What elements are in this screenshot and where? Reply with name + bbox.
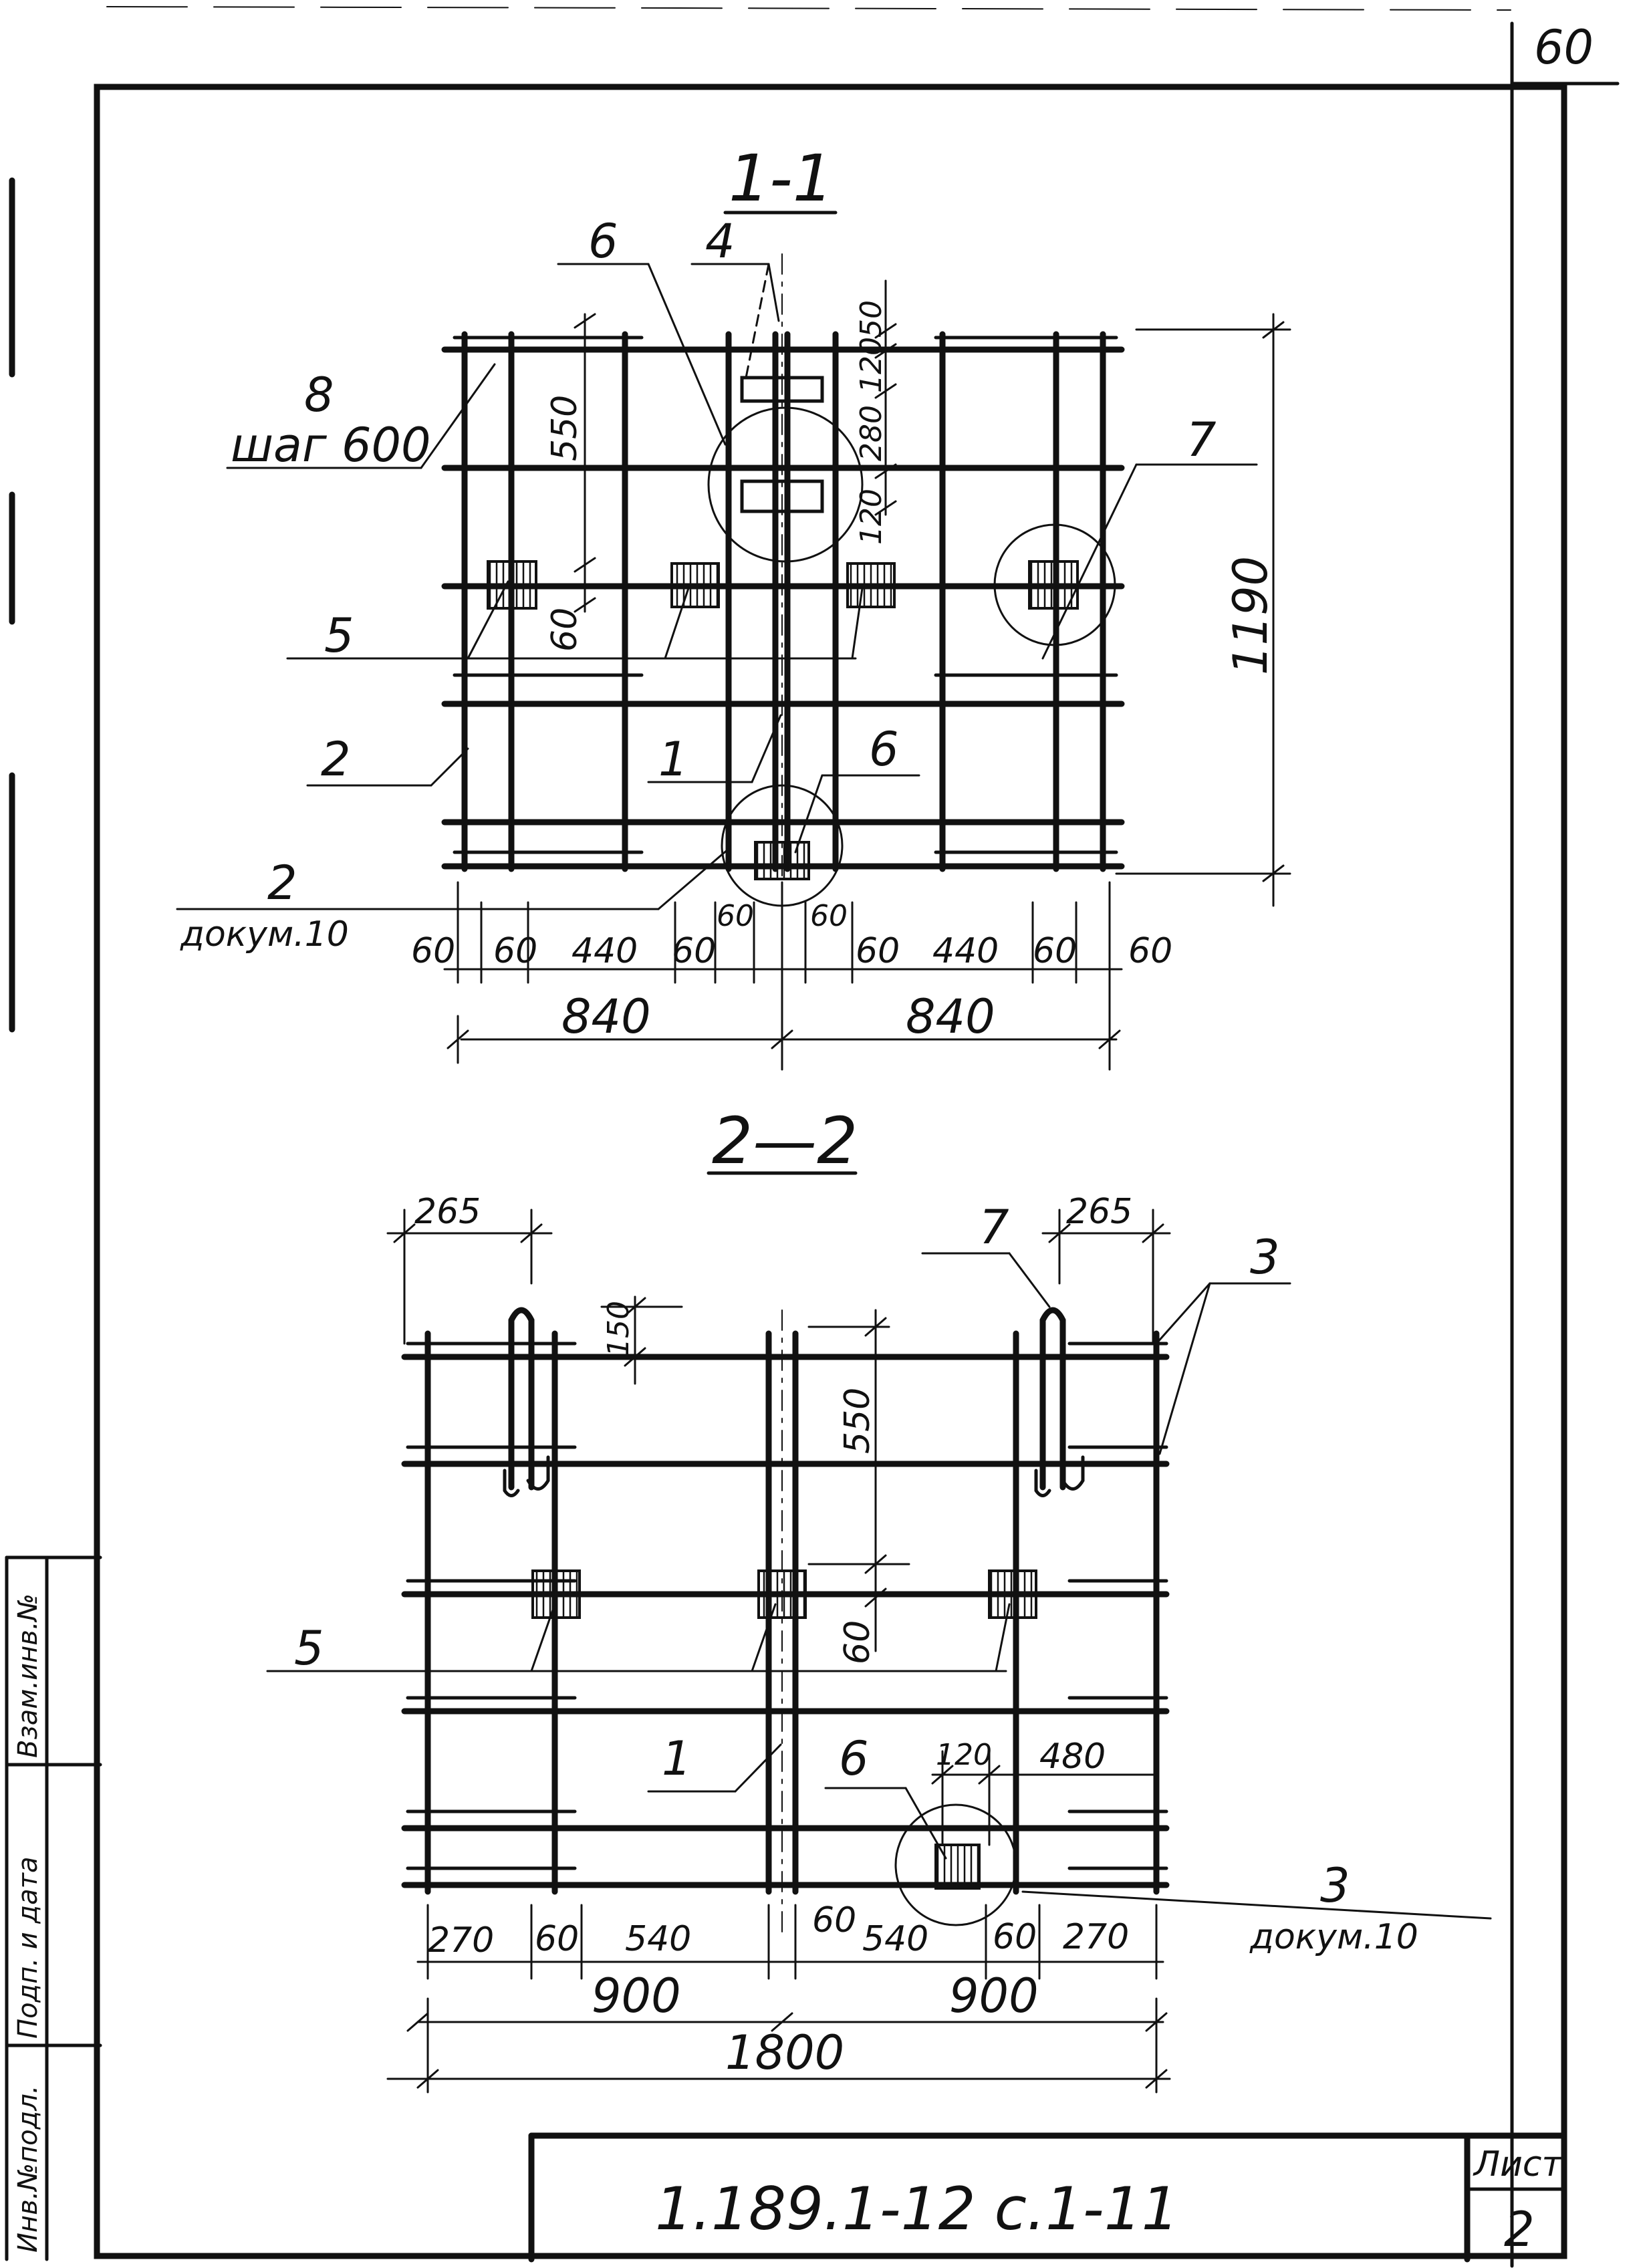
dim-120a: 120 — [854, 337, 888, 393]
section-2-inner-dims: 120 480 — [931, 1737, 1158, 1846]
dim-b1: 60 — [411, 931, 455, 971]
detail-circle-6a — [707, 406, 864, 563]
stamp-sign: Подп. и дата — [13, 1857, 43, 2039]
callout-1: 1 — [658, 732, 688, 787]
callout-s2-5: 5 — [294, 1621, 324, 1676]
section-2-2: 2—2 — [266, 1104, 1492, 2094]
embedded-plate-3 — [846, 562, 896, 608]
dim-280: 280 — [854, 405, 888, 461]
dim-s2-b5: 540 — [862, 1919, 928, 1959]
embedded-plate-5 — [754, 841, 810, 880]
detail-circle-s2-6 — [894, 1803, 1017, 1926]
section-2-vertical-dims: 150 550 60 — [600, 1295, 910, 1664]
section-1-callouts: 8 шаг 600 6 4 7 5 2 1 6 — [176, 214, 1258, 955]
lifting-loop-left — [503, 1307, 550, 1497]
dim-b2: 60 — [493, 931, 537, 971]
dim-s2-b7: 270 — [1063, 1917, 1129, 1957]
sheet-frame — [94, 6, 1620, 2268]
dim-s2-1800: 1800 — [725, 2025, 844, 2080]
dim-b4: 60 — [672, 931, 716, 971]
dim-s2-550: 550 — [838, 1388, 878, 1454]
section-1-vertical-bars — [461, 253, 1106, 936]
dim-s2-150: 150 — [602, 1301, 636, 1357]
callout-2b-note: докум.10 — [180, 914, 349, 955]
page-number: 60 — [1534, 20, 1594, 75]
dim-s2-900-right: 900 — [949, 1969, 1039, 2023]
dim-s2-b3: 540 — [625, 1919, 691, 1959]
document-code: 1.189.1-12 с.1-11 — [655, 2174, 1179, 2243]
embedded-plate-2 — [670, 562, 720, 608]
detail-circle-7 — [993, 523, 1116, 646]
dim-550: 550 — [545, 395, 585, 461]
dim-1190: 1190 — [1223, 556, 1278, 675]
callout-s2-7: 7 — [979, 1200, 1009, 1255]
callout-s2-3: 3 — [1250, 1230, 1280, 1285]
section-2-vertical-bars — [424, 1309, 1160, 1939]
dim-s2-60-v: 60 — [838, 1620, 878, 1664]
dim-s2-900-left: 900 — [592, 1969, 681, 2023]
stamp-inv: Инв.№подл. — [13, 2085, 43, 2253]
section-2-title: 2—2 — [712, 1104, 858, 1178]
dim-s2-b6: 60 — [993, 1917, 1037, 1957]
dim-120b: 120 — [854, 489, 888, 545]
callout-5: 5 — [324, 608, 354, 663]
callout-8-note: шаг 600 — [231, 418, 431, 473]
lifting-loop-right — [1034, 1307, 1085, 1497]
callout-s2-3b-note: докум.10 — [1249, 1917, 1418, 1957]
embedded-plate-s2-3 — [988, 1569, 1037, 1619]
dim-s2-265-left: 265 — [414, 1192, 481, 1232]
embedded-plate-s2-1 — [531, 1569, 581, 1619]
side-stamp: Инв.№подл. Подп. и дата Взам.инв.№ — [5, 177, 102, 2261]
dim-b10: 60 — [1128, 931, 1172, 971]
dim-b9: 60 — [1033, 931, 1077, 971]
section-2-top-dims: 265 265 — [386, 1192, 1171, 1345]
dim-60-v: 60 — [545, 608, 585, 652]
callout-7: 7 — [1186, 412, 1217, 467]
section-1-title: 1-1 — [729, 141, 834, 216]
dim-s2-480: 480 — [1039, 1737, 1106, 1777]
dim-s2-b4: 60 — [812, 1900, 856, 1940]
section-1-bottom-dims: 60 60 440 60 60 60 60 440 60 60 840 840 — [411, 881, 1172, 1071]
embedded-plate-s2-2 — [757, 1569, 807, 1619]
dim-b3: 440 — [572, 931, 638, 971]
dim-b6: 60 — [810, 899, 848, 933]
section-2-callouts: 7 3 5 1 6 3 докум.10 — [266, 1200, 1492, 1957]
dim-b7: 60 — [856, 931, 900, 971]
section-2-bottom-dims: 270 60 540 60 540 60 270 900 900 1800 — [386, 1900, 1171, 2094]
section-1-1: 1-1 — [176, 141, 1291, 1071]
callout-s2-6: 6 — [839, 1731, 869, 1786]
section-1-vertical-dims: 550 60 50 120 280 120 1190 — [545, 279, 1291, 907]
title-block: 1.189.1-12 с.1-11 Лист 2 — [528, 2132, 1567, 2263]
callout-6b: 6 — [869, 722, 899, 777]
callout-6a: 6 — [588, 214, 618, 269]
sheet-label: Лист — [1473, 2144, 1563, 2184]
dim-s2-265-right: 265 — [1066, 1192, 1132, 1232]
callout-2b: 2 — [267, 856, 297, 910]
dim-b5: 60 — [717, 899, 754, 933]
section-1-horizontal-bars — [441, 336, 1125, 870]
callout-s2-1: 1 — [662, 1731, 692, 1786]
embedded-plate-4 — [1028, 560, 1079, 610]
dim-b8: 440 — [932, 931, 999, 971]
dim-s2-120: 120 — [936, 1738, 992, 1772]
dim-840-right: 840 — [906, 989, 995, 1044]
dim-840-left: 840 — [561, 989, 651, 1044]
callout-s2-3b: 3 — [1320, 1858, 1350, 1913]
embedded-plate-1 — [487, 560, 537, 610]
dim-s2-b2: 60 — [535, 1919, 579, 1959]
stamp-replace: Взам.инв.№ — [13, 1594, 43, 1758]
callout-8: 8 — [304, 368, 334, 422]
dim-s2-b1: 270 — [428, 1920, 494, 1961]
dim-50: 50 — [854, 300, 888, 338]
sheet-number: 2 — [1504, 2201, 1535, 2257]
callout-2: 2 — [321, 732, 351, 787]
callout-4: 4 — [705, 214, 735, 269]
